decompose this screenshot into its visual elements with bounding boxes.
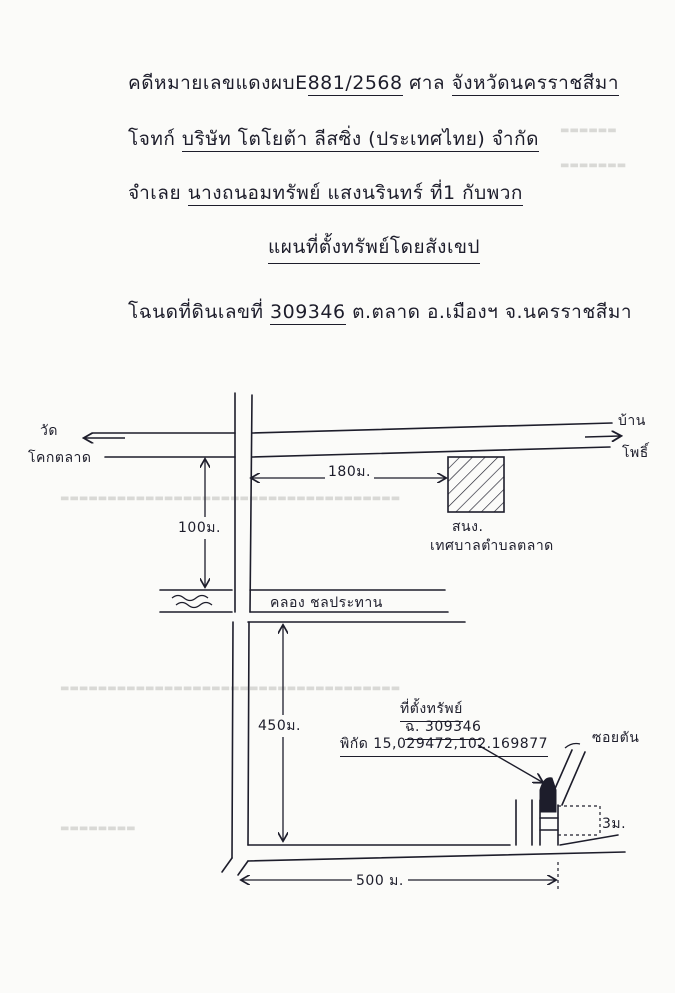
court-prefix: ศาล — [409, 72, 446, 94]
bleed-through-text: ▬▬▬▬▬▬▬▬▬▬▬▬▬▬▬▬▬▬▬▬▬▬▬▬▬▬▬▬▬▬▬▬▬▬▬▬ — [60, 493, 401, 504]
canal-wave-symbol — [171, 594, 209, 602]
canal-wave-symbol-2 — [175, 601, 213, 609]
distance-180m-label: 180ม. — [325, 461, 374, 483]
property-coordinates: พิกัด 15,029472,102.169877 — [340, 733, 549, 757]
dead-end-soi-label: ซอยตัน — [592, 730, 640, 746]
office-label-2: เทศบาลตำบลตลาด — [430, 538, 554, 554]
side-road-right-edge-upper — [249, 394, 253, 613]
plaintiff-label: โจทก์ — [128, 128, 176, 150]
case-line: คดีหมายเลขแดงผบE881/2568 ศาล จังหวัดนครร… — [128, 68, 619, 98]
deed-number: 309346 — [270, 301, 346, 325]
main-road-bottom-edge-right — [251, 446, 611, 458]
soi-diag-2 — [561, 751, 586, 806]
defendant-name: นางถนอมทรัพย์ แสงนรินทร์ ที่1 กับพวก — [187, 182, 523, 206]
bottom-road-corner-2 — [237, 860, 249, 876]
side-road-right-edge-lower — [247, 621, 250, 846]
office-label: สนง. — [452, 519, 484, 535]
case-number: 881/2568 — [307, 72, 403, 96]
deed-prefix: โฉนดที่ดินเลขที่ — [128, 301, 264, 323]
soi-pointer — [564, 742, 581, 749]
village-label-2: โพธิ์ — [622, 445, 649, 461]
court-name: จังหวัดนครราชสีมา — [451, 72, 619, 96]
case-prefix: คดีหมายเลขแดงผบE — [128, 72, 308, 94]
property-deed-label: ฉ. 309346 — [405, 716, 482, 740]
temple-label: วัด — [40, 423, 58, 439]
defendant-label: จำเลย — [128, 182, 182, 204]
bottom-road-corner — [221, 857, 233, 873]
deed-location: ต.ตลาด อ.เมืองฯ จ.นครราชสีมา — [352, 301, 633, 323]
temple-label-2: โคกตลาด — [28, 450, 92, 466]
bleed-through-text: ▬▬▬▬▬▬▬ — [560, 160, 627, 171]
soi-width-label: 3ม. — [602, 816, 627, 832]
side-road-left-edge-lower — [231, 621, 234, 859]
main-road-top-edge-right — [251, 422, 613, 434]
arrow-to-village — [584, 436, 620, 437]
bleed-through-text: ▬▬▬▬▬▬▬▬ — [60, 823, 136, 834]
bleed-through-text: ▬▬▬▬▬▬ — [560, 125, 617, 136]
canal-label: คลอง ชลประทาน — [270, 595, 383, 611]
map-title: แผนที่ตั้งทรัพย์โดยสังเขป — [268, 232, 480, 264]
village-label: บ้าน — [618, 413, 646, 429]
plaintiff-name: บริษัท โตโยต้า ลีสซิ่ง (ประเทศไทย) จำกัด — [181, 128, 539, 152]
property-pointer-arrow — [477, 744, 542, 782]
deed-line: โฉนดที่ดินเลขที่ 309346 ต.ตลาด อ.เมืองฯ … — [128, 297, 632, 327]
municipal-office-building — [447, 456, 505, 513]
distance-100m-label: 100ม. — [176, 517, 223, 539]
distance-450m-label: 450ม. — [256, 715, 303, 737]
defendant-line: จำเลย นางถนอมทรัพย์ แสงนรินทร์ ที่1 กับพ… — [128, 178, 523, 208]
property-label: ที่ตั้งทรัพย์ — [400, 698, 463, 722]
property-location-fill — [539, 777, 557, 813]
bleed-through-text: ▬▬▬▬▬▬▬▬▬▬▬▬▬▬▬▬▬▬▬▬▬▬▬▬▬▬▬▬▬▬▬▬▬▬▬▬ — [60, 683, 401, 694]
plaintiff-line: โจทก์ บริษัท โตโยต้า ลีสซิ่ง (ประเทศไทย)… — [128, 124, 539, 154]
bottom-road-top-edge-right — [559, 834, 619, 846]
distance-500m-label: 500 ม. — [352, 870, 408, 892]
bottom-road-bottom-edge — [247, 851, 626, 862]
